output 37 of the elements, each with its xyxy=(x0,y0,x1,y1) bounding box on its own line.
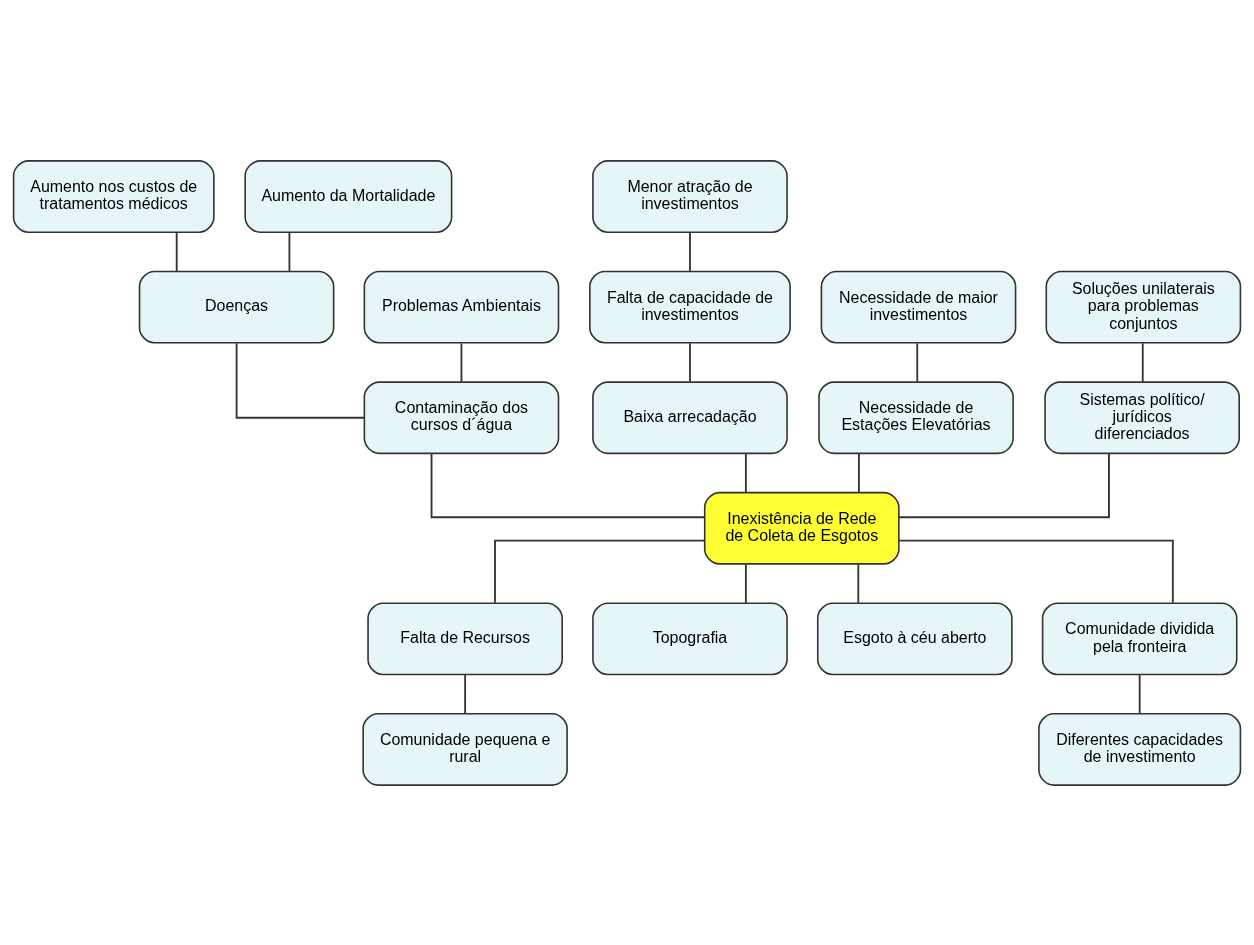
node-box: Problemas Ambientais xyxy=(363,270,560,344)
connector xyxy=(898,539,1174,604)
node-box: Aumento da Mortalidade xyxy=(244,159,453,233)
connector xyxy=(464,673,467,714)
connector xyxy=(494,539,706,604)
connector xyxy=(857,563,860,604)
node-box: Falta de Recursos xyxy=(367,601,563,675)
connector xyxy=(1141,341,1144,383)
node-box: Sistemas político/ jurídicos diferenciados xyxy=(1044,380,1240,454)
connector xyxy=(288,231,291,272)
node-box: Inexistência de Rede de Coleta de Esgotos xyxy=(703,491,900,565)
connector xyxy=(858,452,860,493)
connector xyxy=(916,341,919,383)
connector xyxy=(689,341,691,383)
node-box: Menor atração de investimentos xyxy=(592,159,788,233)
node-box: Topografia xyxy=(592,601,788,675)
node-box: Esgoto à céu aberto xyxy=(816,601,1013,675)
node-box: Soluções unilaterais para problemas conjuntos xyxy=(1045,270,1242,344)
node-box: Baixa arrecadação xyxy=(592,380,788,454)
connector xyxy=(689,231,691,272)
connector xyxy=(460,341,463,383)
node-box: Contaminação dos cursos d´água xyxy=(363,380,560,454)
connector xyxy=(175,231,178,272)
node-box: Necessidade de maior investimentos xyxy=(820,270,1017,344)
connector xyxy=(744,563,747,604)
connector xyxy=(235,341,366,419)
node-box: Necessidade de Estações Elevatórias xyxy=(818,380,1014,454)
connector xyxy=(430,452,706,518)
node-box: Diferentes capacidades de investimento xyxy=(1038,712,1242,786)
node-box: Falta de capacidade de investimentos xyxy=(589,270,791,344)
connector xyxy=(898,452,1110,518)
connector xyxy=(1138,673,1141,714)
node-box: Doenças xyxy=(138,270,335,344)
node-box: Comunidade dividida pela fronteira xyxy=(1041,601,1238,675)
connector xyxy=(744,452,747,493)
node-box: Aumento nos custos de tratamentos médicos xyxy=(12,159,215,233)
node-box: Comunidade pequena e rural xyxy=(362,712,568,786)
